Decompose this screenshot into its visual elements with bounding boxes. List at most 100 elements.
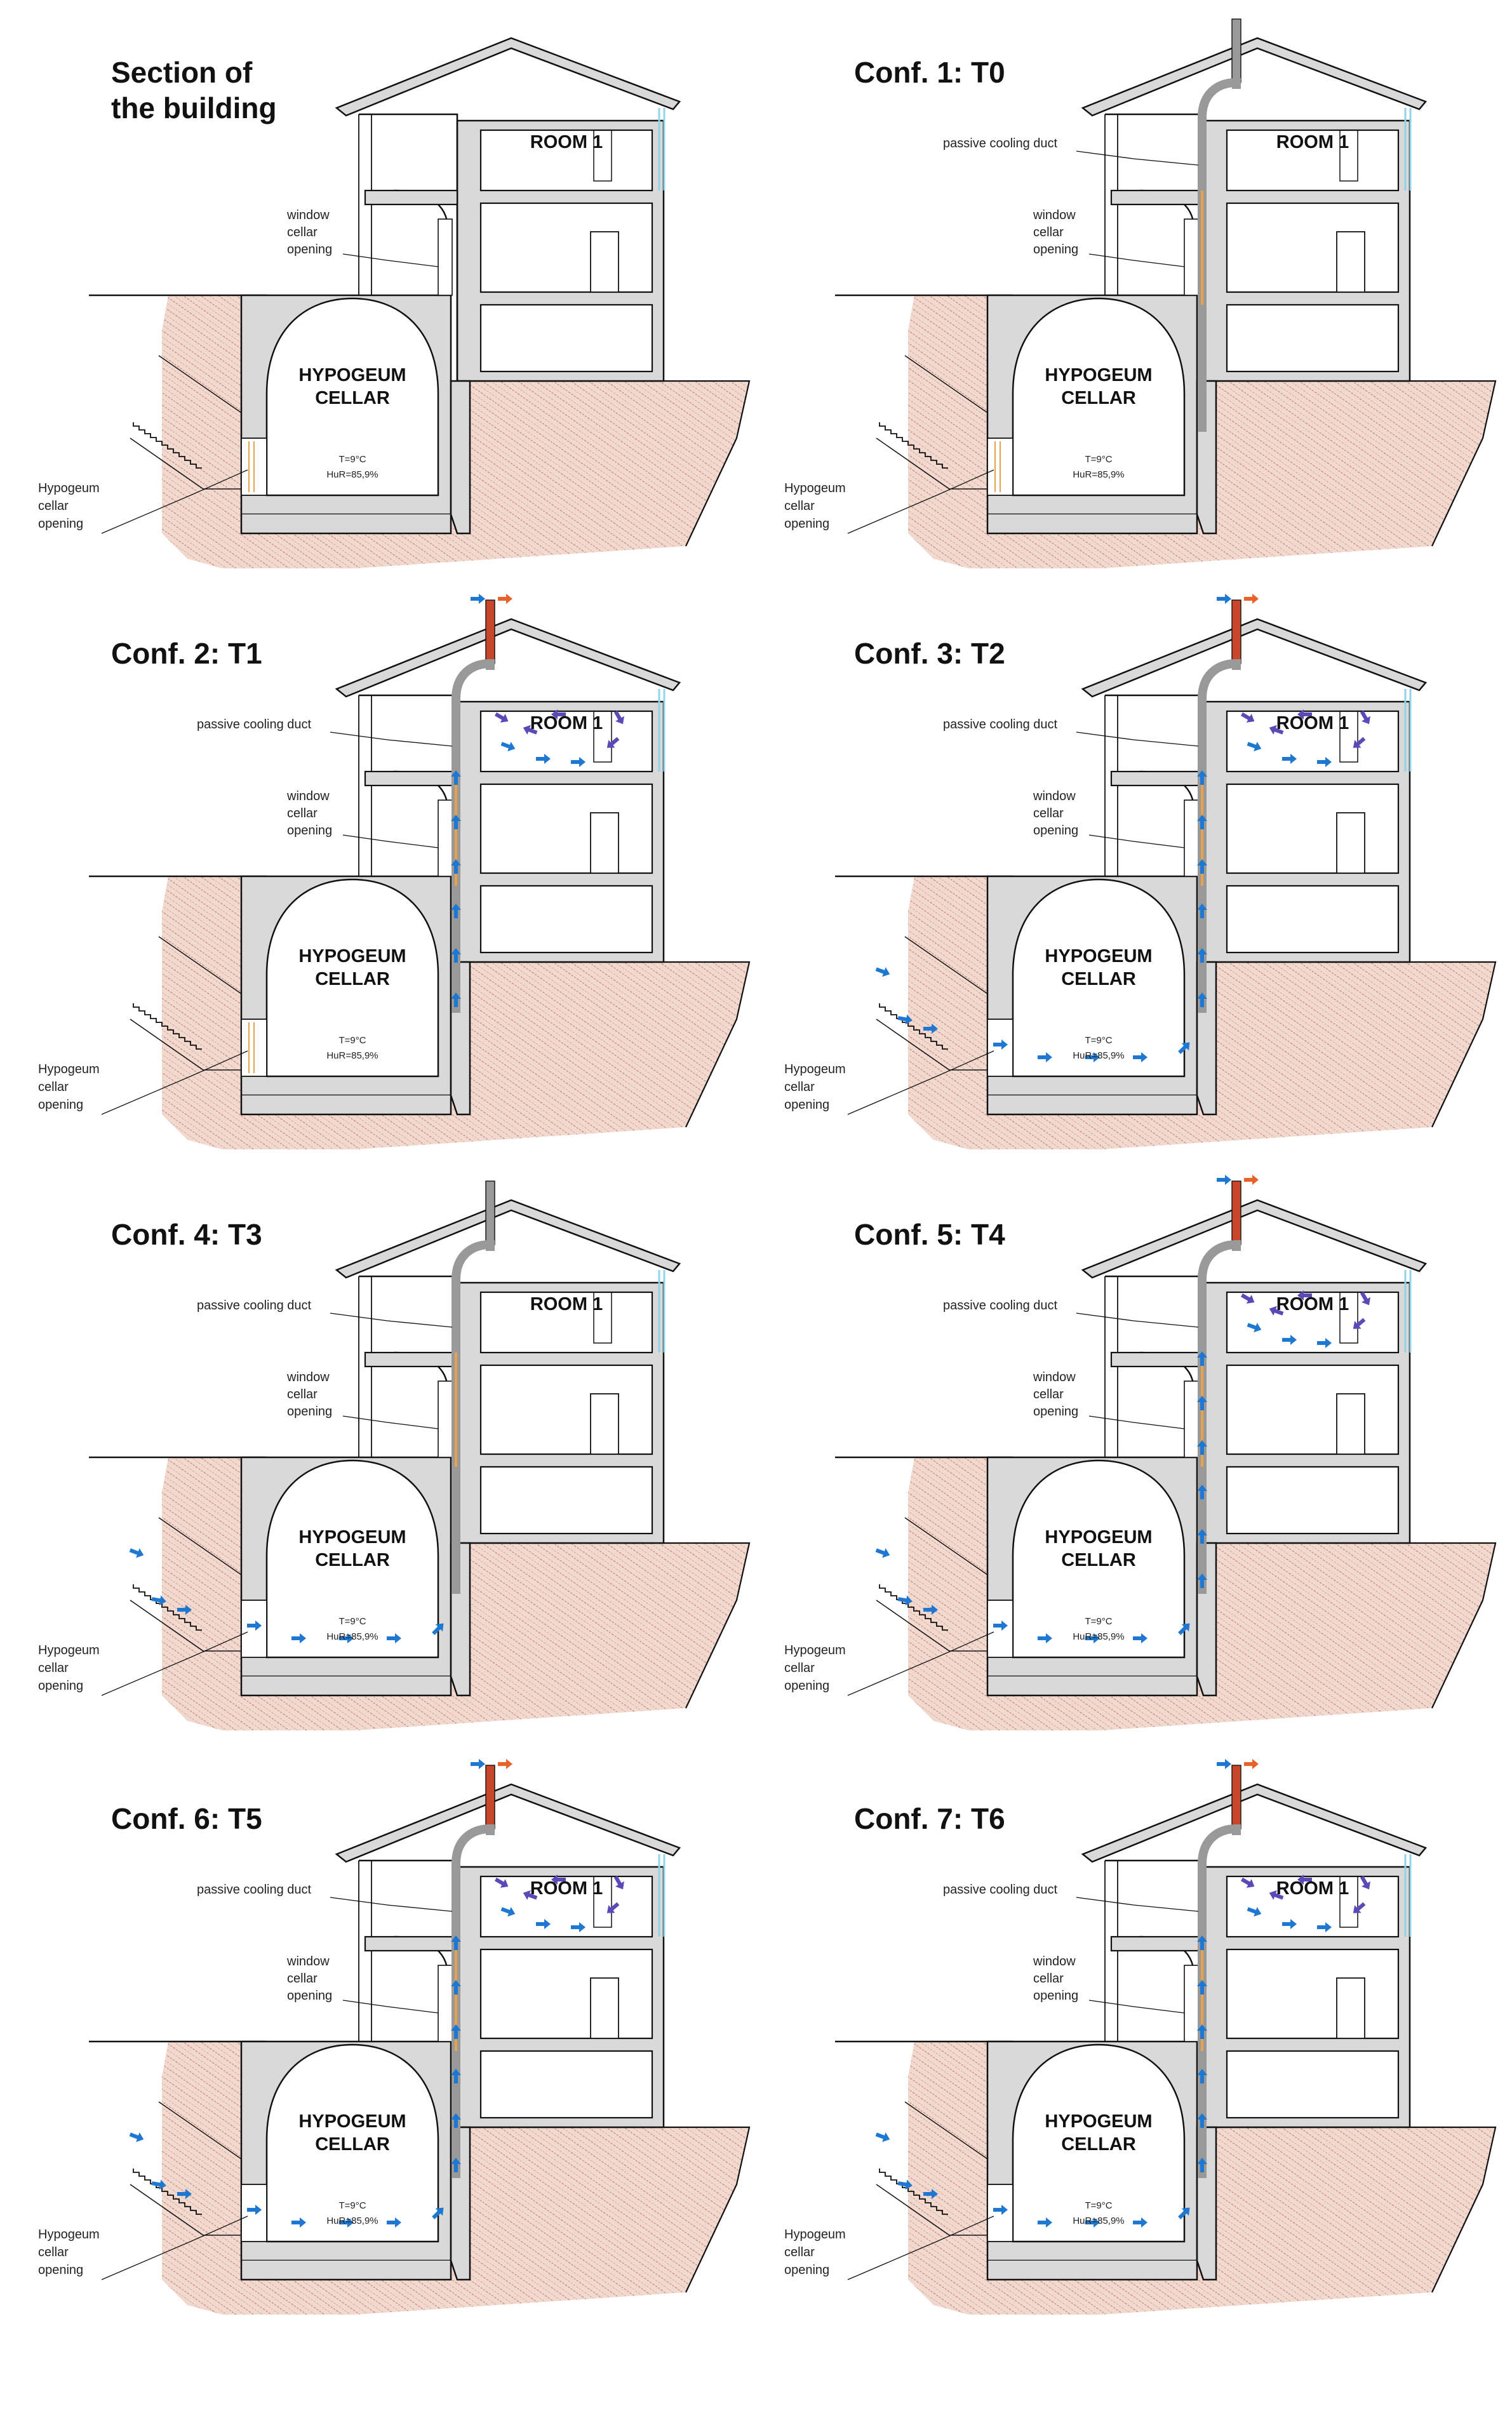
passive-cooling-duct	[452, 1240, 495, 1594]
duct-flow-arrow	[1197, 904, 1207, 918]
humidity-label: HuR=85,9%	[326, 2216, 378, 2226]
hypogeum-opening-label: opening	[784, 1098, 829, 1112]
window-label-leader	[1088, 2000, 1185, 2014]
window-cellar-opening	[1184, 799, 1199, 877]
outside-flow-arrow	[875, 1548, 890, 1558]
tower-slab	[364, 770, 458, 787]
cellar-flow-arrow	[387, 2217, 401, 2228]
duct-label-leader	[1076, 150, 1199, 166]
humidity-label: HuR=85,9%	[326, 469, 378, 480]
room-window	[1339, 1292, 1358, 1344]
hypogeum-label-leader	[847, 2216, 994, 2280]
room-flow-arrow	[1297, 1875, 1312, 1885]
title-line: Section of	[111, 56, 253, 89]
duct-label: passive cooling duct	[943, 718, 1058, 732]
window-opening-label: opening	[1033, 1405, 1078, 1419]
title-line: Conf. 4: T3	[111, 1218, 262, 1251]
outside-flow-arrow	[129, 2132, 144, 2142]
duct-label-leader	[330, 732, 453, 747]
duct-label-leader	[330, 1897, 453, 1912]
window-opening-label: window	[286, 789, 330, 803]
hypogeum-opening-label: Hypogeum	[784, 1062, 846, 1076]
window-opening-label: cellar	[287, 1387, 318, 1401]
cellar-flow-arrow	[1133, 1633, 1147, 1643]
cellar-label: HYPOGEUM	[1045, 365, 1152, 385]
duct-flow-arrow	[451, 1980, 461, 1995]
door	[1336, 1393, 1365, 1455]
chimney-inflow-arrow	[1217, 1759, 1231, 1769]
hypogeum-opening	[987, 1600, 1014, 1658]
hypogeum-opening	[241, 2184, 267, 2242]
hypogeum-label-leader	[101, 1631, 248, 1696]
roof	[335, 37, 681, 117]
duct-flow-arrow	[451, 2024, 461, 2039]
cellar-flow-arrow	[1133, 1052, 1147, 1062]
window-opening-label: opening	[287, 1989, 332, 2003]
hypogeum-opening-label: cellar	[38, 2245, 69, 2259]
outside-flow-arrow	[875, 2132, 890, 2142]
duct-flow-arrow	[451, 904, 461, 918]
cellar-flow-arrow	[993, 1621, 1008, 1631]
cellar-label: HYPOGEUM	[1045, 2111, 1152, 2132]
chimney-outflow-arrow	[1244, 594, 1259, 604]
cellar-vault	[265, 297, 439, 497]
room-3	[1226, 1466, 1400, 1535]
duct-flow-arrow	[1197, 948, 1207, 963]
tower-slab	[364, 1935, 458, 1952]
room-flow-arrow	[571, 1922, 585, 1932]
room-flow-arrow	[500, 742, 516, 752]
outside-flow-arrow	[923, 1024, 938, 1034]
hypogeum-label-leader	[847, 469, 994, 534]
window-label-leader	[1088, 253, 1185, 267]
temperature-label: T=9°C	[1085, 1035, 1112, 1046]
window-opening-label: opening	[1033, 824, 1078, 838]
tower-slab	[364, 1351, 458, 1368]
cellar-flow-arrow	[247, 1621, 262, 1631]
room-flow-arrow	[1353, 1318, 1366, 1329]
room-flow-arrow	[1269, 1890, 1284, 1900]
room-1	[1226, 1875, 1400, 1938]
chimney-outflow-arrow	[1244, 1175, 1259, 1185]
passive-cooling-duct	[1198, 658, 1241, 1013]
room-label: ROOM 1	[530, 1294, 603, 1314]
room-window	[593, 130, 612, 182]
window-opening-label: cellar	[1033, 225, 1064, 239]
hypogeum-opening-label: opening	[784, 2263, 829, 2277]
chimney-outflow-arrow	[498, 1759, 512, 1769]
stair-tower	[359, 113, 458, 381]
hypogeum-label-leader	[101, 1050, 248, 1115]
entrance-stairs	[876, 1517, 988, 1652]
hypogeum-opening-label: cellar	[784, 1080, 815, 1094]
cellar-flow-arrow	[993, 2205, 1008, 2215]
duct-flow-arrow	[451, 859, 461, 874]
duct-label-leader	[1076, 1313, 1199, 1328]
duct-flow-arrow	[1197, 1980, 1207, 1995]
duct-label: passive cooling duct	[197, 1299, 312, 1313]
cellar-flow-arrow	[432, 2207, 444, 2219]
duct-flow-arrow	[1197, 2158, 1207, 2172]
room-1	[479, 710, 653, 773]
cellar-label: CELLAR	[1061, 1550, 1136, 1570]
room-flow-arrow	[1297, 709, 1312, 719]
tower-slab	[1110, 1935, 1205, 1952]
cellar-label: HYPOGEUM	[298, 2111, 406, 2132]
roof	[1081, 37, 1428, 117]
cellar-label: HYPOGEUM	[1045, 946, 1152, 966]
cellar-vault	[265, 2043, 439, 2243]
room-label: ROOM 1	[530, 1878, 603, 1899]
humidity-label: HuR=85,9%	[326, 1050, 378, 1061]
window-opening-label: opening	[287, 1405, 332, 1419]
humidity-label: HuR=85,9%	[1073, 469, 1124, 480]
cellar-label: CELLAR	[315, 969, 390, 989]
room-flow-arrow	[1269, 725, 1284, 735]
duct-label: passive cooling duct	[197, 718, 312, 732]
cellar-flow-arrow	[1085, 2217, 1100, 2228]
window-opening-label: window	[286, 1955, 330, 1968]
window-opening-label: opening	[1033, 1989, 1078, 2003]
chimney	[1231, 1765, 1241, 1829]
